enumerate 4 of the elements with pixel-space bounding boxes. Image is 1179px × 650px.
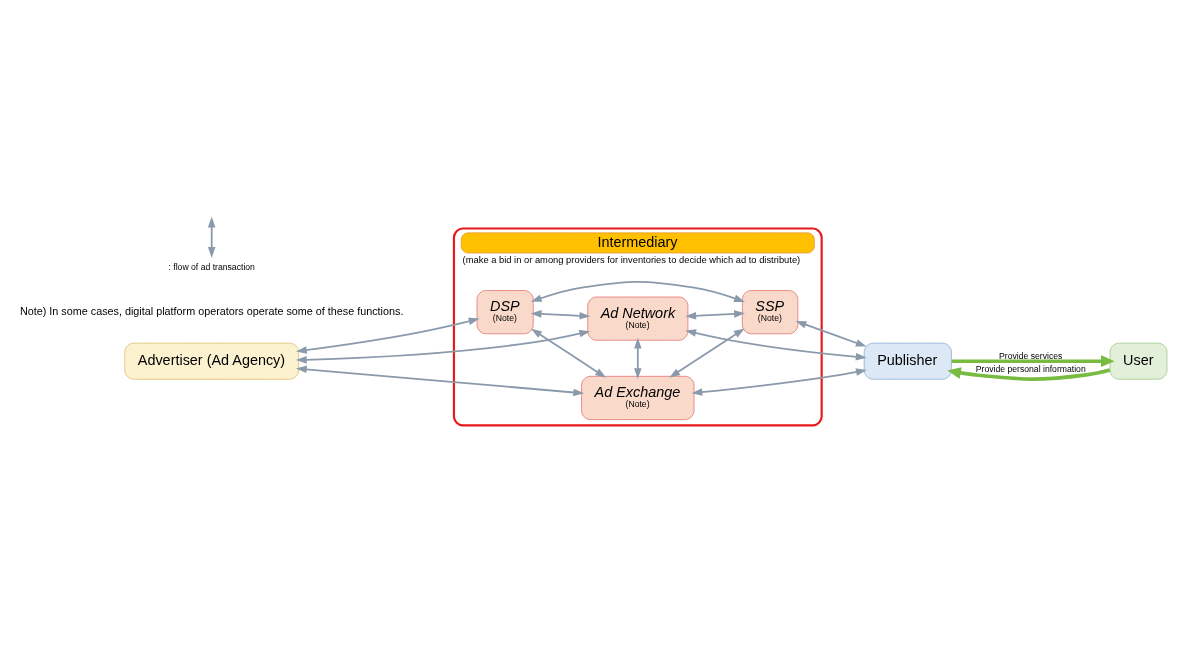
edge-label: Provide personal information: [975, 364, 1086, 375]
edge-label: Provide services: [999, 350, 1063, 361]
legend-label: : flow of ad transaction: [168, 262, 255, 273]
label: Note) In some cases, digital platform operators operate some of these functions.: [19, 304, 404, 317]
